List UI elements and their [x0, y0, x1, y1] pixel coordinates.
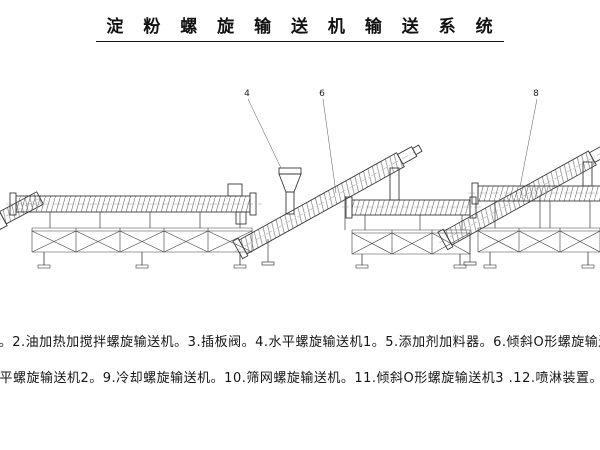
horizontal-conveyor-3 [468, 182, 600, 228]
title-bar: 淀 粉 螺 旋 输 送 机 输 送 系 统 [0, 12, 600, 42]
horizontal-conveyor-2 [342, 196, 482, 230]
support-truss-2 [351, 229, 471, 269]
caption-line-1: 1。2.油加热加搅拌螺旋输送机。3.插板阀。4.水平螺旋输送机1。5.添加剂加料… [0, 335, 600, 350]
callout-leaders [247, 98, 538, 194]
support-truss-1 [31, 227, 253, 269]
page-title: 淀 粉 螺 旋 输 送 机 输 送 系 统 [96, 12, 504, 42]
caption-line-2: 水平螺旋输送机2。9.冷却螺旋输送机。10.筛网螺旋输送机。11.倾斜O形螺旋输… [0, 371, 600, 386]
callout-label-4: 4 [244, 89, 250, 99]
inclined-conveyor-1-legs [261, 196, 346, 266]
callout-label-8: 8 [533, 89, 539, 99]
inclined-conveyor-1 [232, 144, 423, 260]
callout-label-6: 6 [319, 89, 325, 99]
support-truss-3 [477, 227, 600, 269]
horizontal-conveyor-1 [6, 183, 262, 228]
